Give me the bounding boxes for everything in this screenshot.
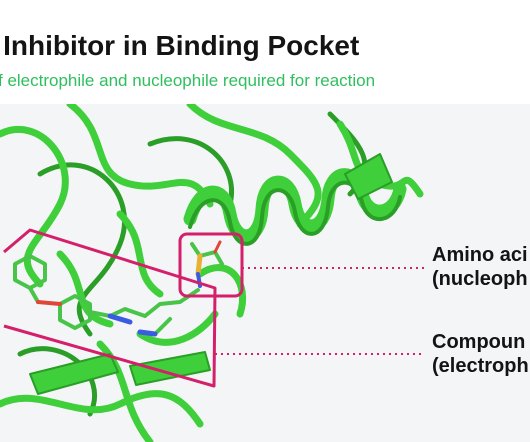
protein-structure-illustration [0,104,425,442]
amino-acid-residue [190,240,224,288]
header: t Inhibitor in Binding Pocket f electrop… [0,0,530,104]
protein-backbone [0,104,424,442]
amino-acid-highlight-box [178,232,244,298]
lower-beta-sheets [29,351,211,395]
beta-sheet-arrow [344,153,393,200]
page-subtitle: f electrophile and nucleophile required … [0,71,376,90]
compound-atoms [36,300,158,337]
compound-label-line2: (electroph [432,355,529,377]
amino-acid-label-line2: (nucleoph [432,268,528,290]
protein-helix-edge [188,180,402,246]
leader-lines [215,267,425,355]
highlight-boxes [3,228,244,388]
compound-label-line1: Compoun [432,331,526,353]
amino-acid-label: Amino aci (nucleoph [432,243,528,291]
compound-highlight-box [3,228,217,388]
page-title: t Inhibitor in Binding Pocket [0,30,360,61]
amino-acid-label-line1: Amino aci [432,244,528,266]
image-panel [0,104,530,442]
compound-label: Compoun (electroph [432,330,529,378]
